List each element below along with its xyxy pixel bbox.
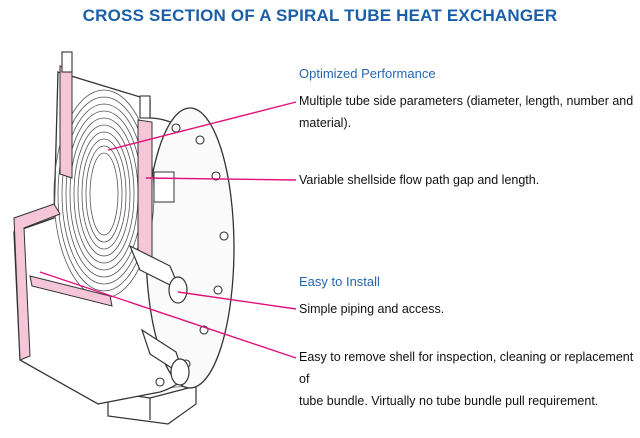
callout-shellside-flow: Variable shellside flow path gap and len… <box>299 169 539 191</box>
leader-line-piping-access <box>177 291 297 310</box>
callout-piping-access: Simple piping and access. <box>299 298 444 320</box>
diagram-title: CROSS SECTION OF A SPIRAL TUBE HEAT EXCH… <box>82 6 558 25</box>
leader-lines <box>39 101 297 359</box>
callout-remove-shell: Easy to remove shell for inspection, cle… <box>299 346 640 412</box>
leader-line-remove-shell <box>39 271 297 359</box>
shell-body <box>13 71 235 405</box>
callout-line: Easy to remove shell for inspection, cle… <box>299 350 634 386</box>
heading-easy-to-install: Easy to Install <box>299 274 380 289</box>
callout-tube-parameters: Multiple tube side parameters (diameter,… <box>299 90 633 134</box>
callout-line: tube bundle. Virtually no tube bundle pu… <box>299 394 599 408</box>
callout-line: Variable shellside flow path gap and len… <box>299 173 540 187</box>
heading-optimized-performance: Optimized Performance <box>299 66 436 81</box>
pipe-connections <box>128 244 190 386</box>
nameplate <box>153 171 175 203</box>
top-nozzles <box>61 51 151 119</box>
leader-line-shellside-flow <box>145 177 297 181</box>
callout-line: Multiple tube side parameters (diameter,… <box>299 94 634 108</box>
callout-line: material). <box>299 116 352 130</box>
cutaway-sections <box>13 65 153 361</box>
callout-line: Simple piping and access. <box>299 302 445 316</box>
leader-line-tube-parameters <box>107 101 297 151</box>
